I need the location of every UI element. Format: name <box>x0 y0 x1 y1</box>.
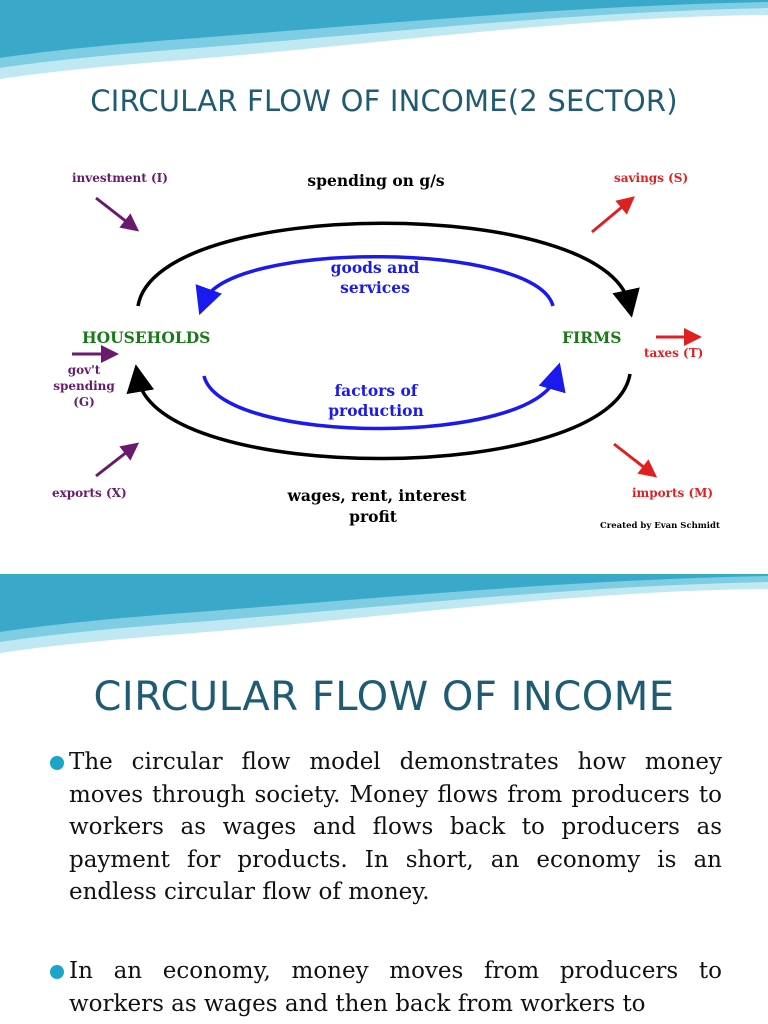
circular-flow-diagram: spending on g/s goods and services HOUSE… <box>52 171 720 531</box>
exports-arrow <box>95 442 140 478</box>
spending-label: spending on g/s <box>307 171 444 190</box>
households-label: HOUSEHOLDS <box>82 328 210 347</box>
exports-label: exports (X) <box>52 486 127 500</box>
bullet-item: In an economy, money moves from producer… <box>50 955 722 1020</box>
goods-label-line1: goods and <box>331 258 420 277</box>
wages-label-line2: profit <box>349 507 398 526</box>
savings-arrow <box>591 196 635 234</box>
slide-circular-flow-definition: CIRCULAR FLOW OF INCOME The circular flo… <box>0 574 768 1024</box>
savings-label: savings (S) <box>614 171 688 185</box>
wages-label-line1: wages, rent, interest <box>287 486 468 505</box>
inner-flow-arc-bottom <box>202 362 566 431</box>
header-wave-decoration <box>0 0 768 81</box>
goods-label-line2: services <box>340 278 410 297</box>
bullet-dot-icon <box>50 756 64 770</box>
taxes-label: taxes (T) <box>644 346 703 360</box>
outer-flow-arc-bottom <box>126 364 632 461</box>
factors-label-line2: production <box>328 401 424 420</box>
govt-label-line2: spending <box>53 379 115 393</box>
credit-label: Created by Evan Schmidt <box>600 521 720 531</box>
bullet-text: The circular flow model demonstrates how… <box>69 749 722 905</box>
govt-label-line1: gov't <box>68 363 101 377</box>
bullet-dot-icon <box>50 965 64 979</box>
slide-title: CIRCULAR FLOW OF INCOME <box>93 674 675 720</box>
bullet-item: The circular flow model demonstrates how… <box>50 746 722 909</box>
factors-label-line1: factors of <box>335 381 419 400</box>
outer-flow-arc-top <box>136 221 640 318</box>
imports-arrow <box>613 442 658 478</box>
slide-circular-flow-2-sector: CIRCULAR FLOW OF INCOME(2 SECTOR) <box>0 0 768 531</box>
bullet-text: In an economy, money moves from producer… <box>69 958 722 1017</box>
header-wave-decoration <box>0 574 768 655</box>
govt-label-line3: (G) <box>73 395 95 409</box>
investment-label: investment (I) <box>72 171 168 185</box>
imports-label: imports (M) <box>632 486 713 500</box>
firms-label: FIRMS <box>562 328 622 347</box>
inner-flow-arc-top <box>195 255 555 316</box>
investment-arrow <box>95 196 140 232</box>
slide-title: CIRCULAR FLOW OF INCOME(2 SECTOR) <box>90 84 678 118</box>
